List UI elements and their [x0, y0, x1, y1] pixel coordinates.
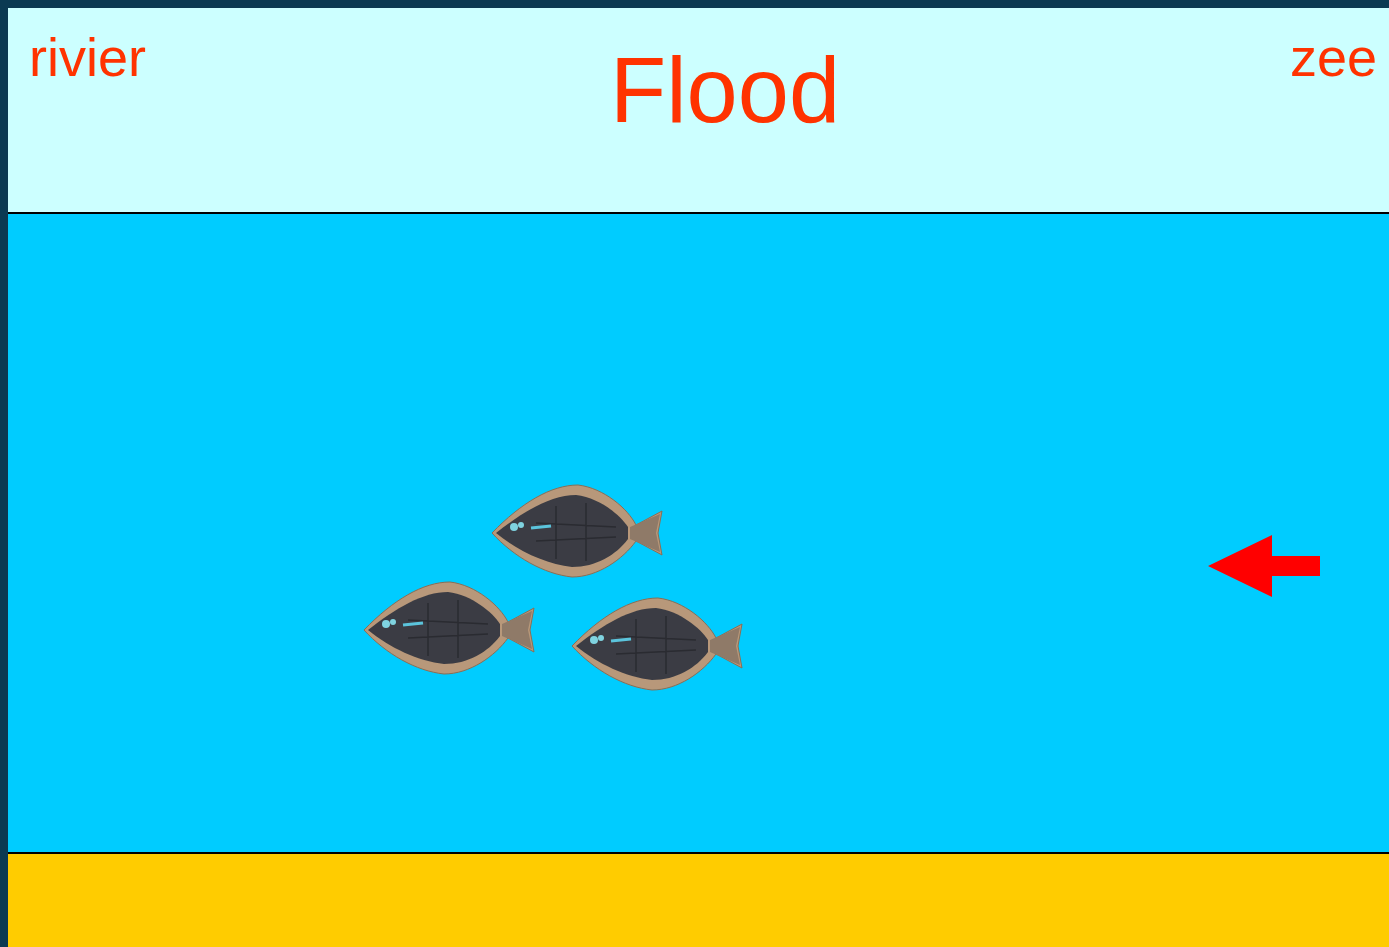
sand-bed [8, 853, 1389, 947]
water [8, 213, 1389, 853]
flounder-fish [572, 598, 742, 690]
bed-line [8, 852, 1389, 854]
current-arrow [1208, 535, 1320, 597]
title: Flood [610, 44, 840, 136]
flounder-fish [492, 485, 662, 577]
sky-band [8, 8, 1389, 213]
flounder-fish [364, 582, 534, 674]
place-label: rivier [29, 30, 146, 84]
water-surface [8, 212, 1389, 214]
place-label: zee [1290, 30, 1377, 84]
